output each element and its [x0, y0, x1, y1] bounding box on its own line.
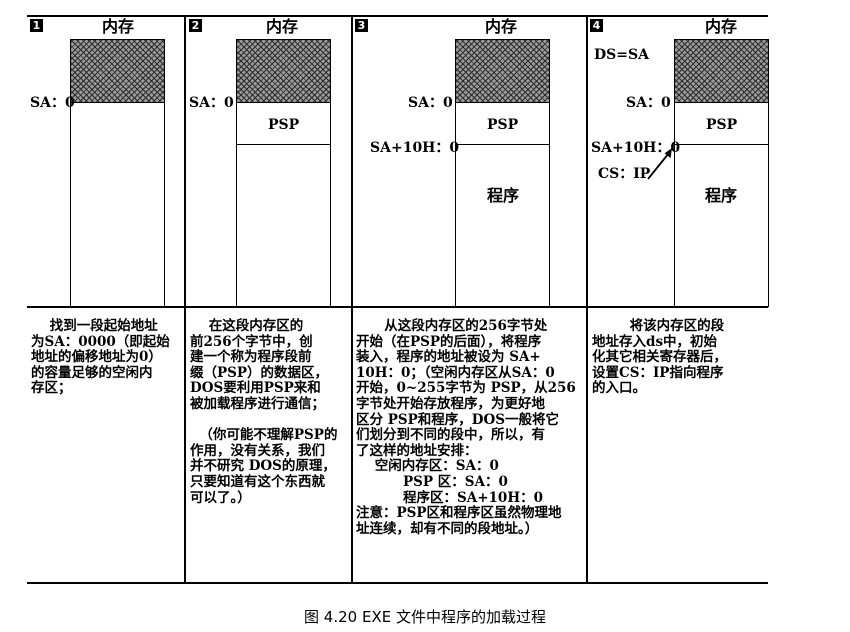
memory-boundary — [675, 102, 768, 103]
psp-region-label: PSP — [268, 117, 300, 133]
used-memory-hatch — [237, 40, 330, 103]
psp-boundary — [456, 144, 549, 145]
address-label: SA：0 — [626, 95, 671, 111]
psp-region-label: PSP — [487, 117, 519, 133]
program-address-label: SA+10H：0 — [370, 140, 460, 156]
used-memory-hatch — [675, 40, 768, 103]
program-region-label: 程序 — [705, 186, 738, 205]
psp-boundary — [675, 144, 768, 145]
address-label: SA：0 — [189, 95, 234, 111]
panel-description: 找到一段起始地址 为SA：0000（即起始 地址的偏移地址为0） 的容量足够的空… — [31, 318, 170, 397]
memory-block — [70, 39, 165, 307]
cs-ip-label: CS：IP — [598, 166, 651, 182]
panel-description: 在这段内存区的 前256个字节中，创 建一个称为程序段前 缀（PSP）的数据区，… — [190, 318, 338, 506]
ds-register-label: DS=SA — [594, 47, 649, 63]
panel-title: 内存 — [102, 17, 135, 36]
panel-description: 从这段内存区的256字节处 开始（在PSP的后面），将程序 装入，程序的地址被设… — [356, 318, 576, 537]
column-divider-2 — [351, 15, 353, 584]
middle-divider — [27, 306, 768, 308]
psp-region-label: PSP — [706, 117, 738, 133]
memory-boundary — [71, 102, 164, 103]
panel-title: 内存 — [485, 17, 518, 36]
psp-boundary — [237, 144, 330, 145]
panel-title: 内存 — [705, 17, 738, 36]
program-address-label: SA+10H：0 — [591, 140, 681, 156]
memory-block — [455, 39, 550, 307]
address-label: SA：0 — [408, 95, 453, 111]
panel-title: 内存 — [266, 17, 299, 36]
panel-description: 将该内存区的段 地址存入ds中，初始 化其它相关寄存器后， 设置CS：IP指向程… — [592, 318, 727, 397]
panel-number: 2 — [189, 19, 202, 32]
arrow-icon — [647, 148, 672, 180]
bottom-border — [27, 582, 768, 584]
panel-number: 3 — [355, 19, 368, 32]
used-memory-hatch — [71, 40, 164, 103]
panel-number: 4 — [590, 19, 603, 32]
column-divider-3 — [586, 15, 588, 584]
panel-number: 1 — [30, 19, 43, 32]
memory-boundary — [237, 102, 330, 103]
program-region-label: 程序 — [487, 186, 520, 205]
column-divider-1 — [184, 15, 186, 584]
used-memory-hatch — [456, 40, 549, 103]
memory-block — [674, 39, 769, 307]
memory-boundary — [456, 102, 549, 103]
top-border — [27, 15, 768, 17]
memory-block — [236, 39, 331, 307]
figure-caption: 图 4.20 EXE 文件中程序的加载过程 — [304, 608, 546, 626]
address-label: SA：0 — [30, 95, 75, 111]
